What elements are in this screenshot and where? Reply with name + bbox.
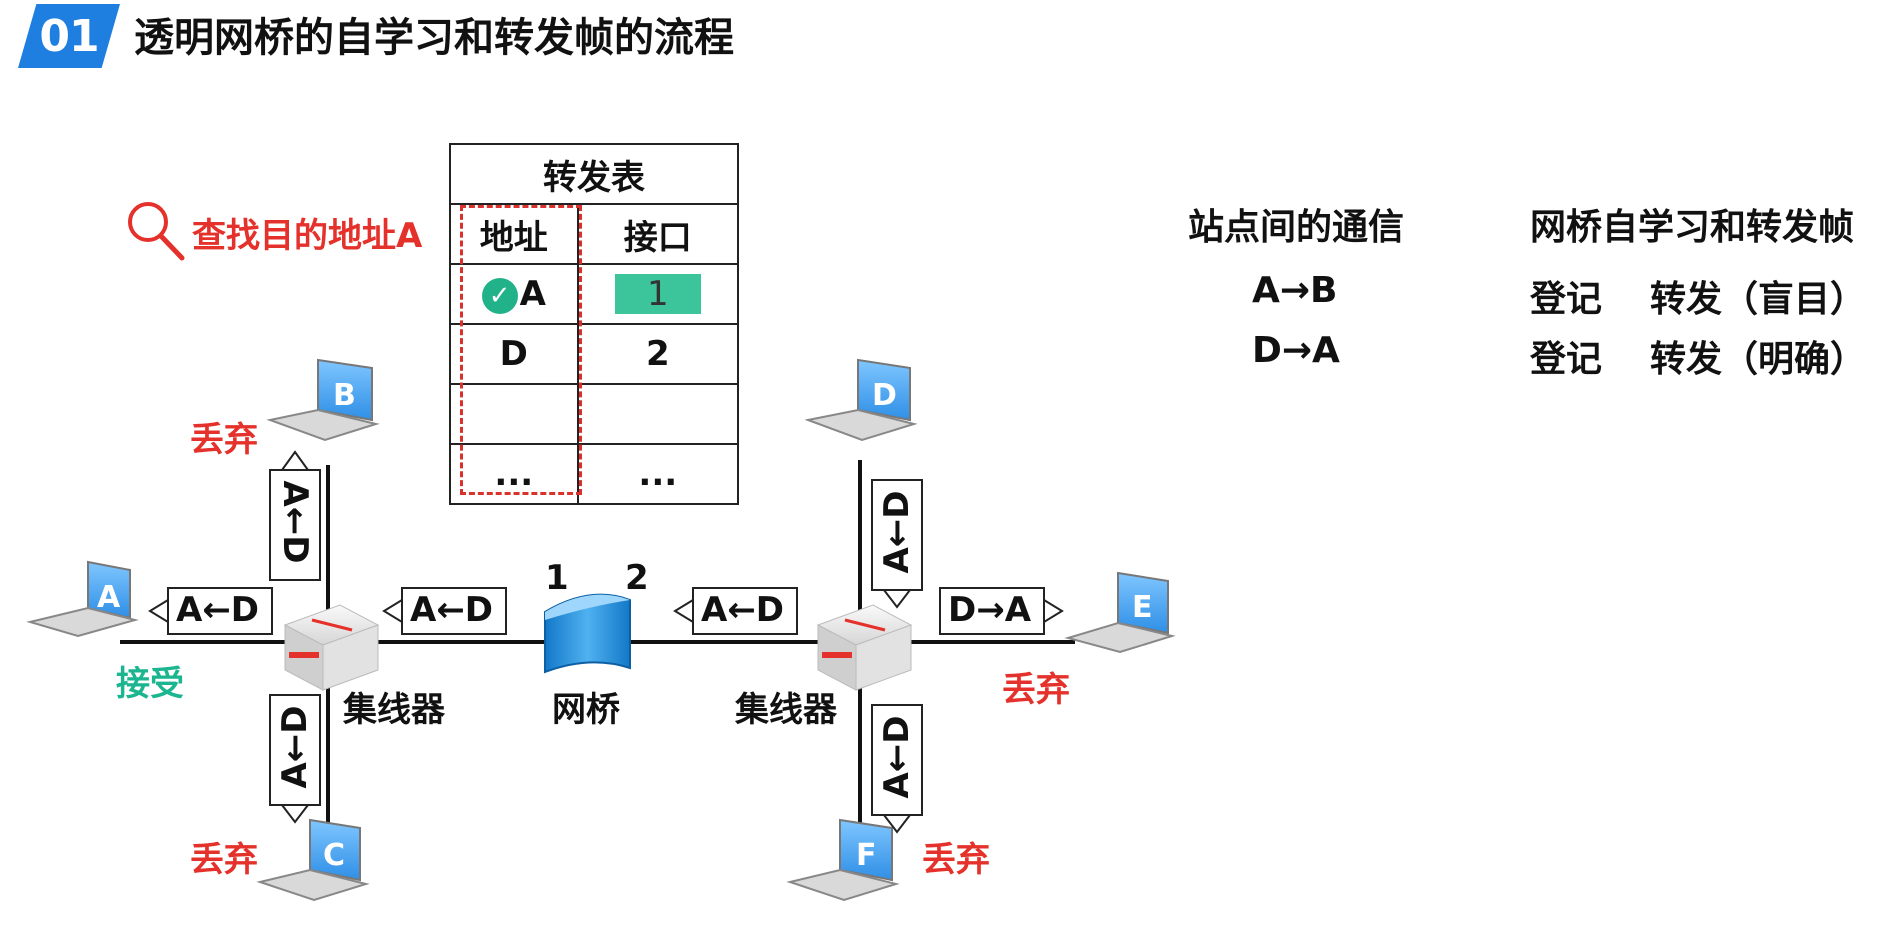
laptop-d-icon <box>804 358 918 442</box>
search-target-label: 查找目的地址A <box>192 216 423 256</box>
laptop-e-icon <box>1064 571 1176 654</box>
section-badge: 01 <box>18 4 120 68</box>
station-a-label: A <box>97 580 121 615</box>
table-cell-address: ... <box>449 443 579 505</box>
status-accept: 接受 <box>116 664 184 704</box>
station-e-label: E <box>1132 590 1153 625</box>
frame-label-to-c: A←D <box>275 705 315 789</box>
summary-comm-1: A→B <box>1252 270 1338 311</box>
station-d-label: D <box>872 378 897 413</box>
status-drop-c: 丢弃 <box>190 840 258 880</box>
frame-label-to-f: A←D <box>877 715 917 799</box>
table-cell-address: D <box>449 323 579 385</box>
summary-header-comm: 站点间的通信 <box>1188 207 1405 248</box>
bridge-port-1: 1 <box>545 558 569 598</box>
frame-label-bridge-right: A←D <box>701 590 785 630</box>
laptop-a-icon <box>26 560 139 638</box>
station-f-label: F <box>856 838 877 873</box>
column-header-address: 地址 <box>449 203 579 265</box>
frame-label-from-d: A←D <box>877 490 917 574</box>
hub-right-label: 集线器 <box>735 690 837 730</box>
summary-learn-1: 登记 <box>1530 279 1603 320</box>
laptop-b-icon <box>266 358 380 442</box>
table-row: ✓A 1 <box>449 263 740 325</box>
station-c-label: C <box>323 838 346 873</box>
station-b-label: B <box>333 378 356 413</box>
summary-comm-2: D→A <box>1252 330 1340 371</box>
table-caption: 转发表 <box>449 143 739 205</box>
hub-left-label: 集线器 <box>343 690 445 730</box>
hub-left-icon <box>283 604 380 691</box>
address-value: A <box>519 274 546 314</box>
table-cell-port <box>576 383 740 445</box>
check-icon: ✓ <box>481 277 518 314</box>
forwarding-table: 转发表 地址 接口 ✓A 1 D 2 ... ... <box>449 143 740 505</box>
frame-label-right-e: D→A <box>948 590 1032 630</box>
summary-learn-2: 登记 <box>1530 339 1603 380</box>
table-row <box>449 383 740 445</box>
table-cell-port: 2 <box>576 323 740 385</box>
status-drop-b: 丢弃 <box>190 420 258 460</box>
table-row: ... ... <box>449 443 740 505</box>
status-drop-e: 丢弃 <box>1002 670 1070 710</box>
table-cell-port: 1 <box>576 263 740 325</box>
status-drop-f: 丢弃 <box>922 840 990 880</box>
table-cell-address: ✓A <box>449 263 579 325</box>
bridge-icon <box>544 593 631 674</box>
bridge-label: 网桥 <box>552 690 620 730</box>
frame-label-bridge-left: A←D <box>410 590 494 630</box>
frame-label-left-a: A←D <box>176 590 260 630</box>
search-icon <box>128 202 185 261</box>
highlighted-port: 1 <box>614 274 701 314</box>
page-title: 透明网桥的自学习和转发帧的流程 <box>134 15 734 61</box>
laptop-f-icon <box>786 818 900 902</box>
summary-forward-1: 转发（盲目） <box>1650 279 1867 320</box>
column-header-port: 接口 <box>576 203 740 265</box>
summary-forward-2: 转发（明确） <box>1650 339 1867 380</box>
table-cell-address <box>449 383 579 445</box>
frame-label-to-b: A←D <box>275 480 315 564</box>
hub-right-icon <box>816 604 913 691</box>
bridge-port-2: 2 <box>625 558 649 598</box>
table-cell-port: ... <box>576 443 740 505</box>
summary-header-learn: 网桥自学习和转发帧 <box>1530 207 1855 248</box>
laptop-c-icon <box>256 818 370 902</box>
table-row: D 2 <box>449 323 740 385</box>
